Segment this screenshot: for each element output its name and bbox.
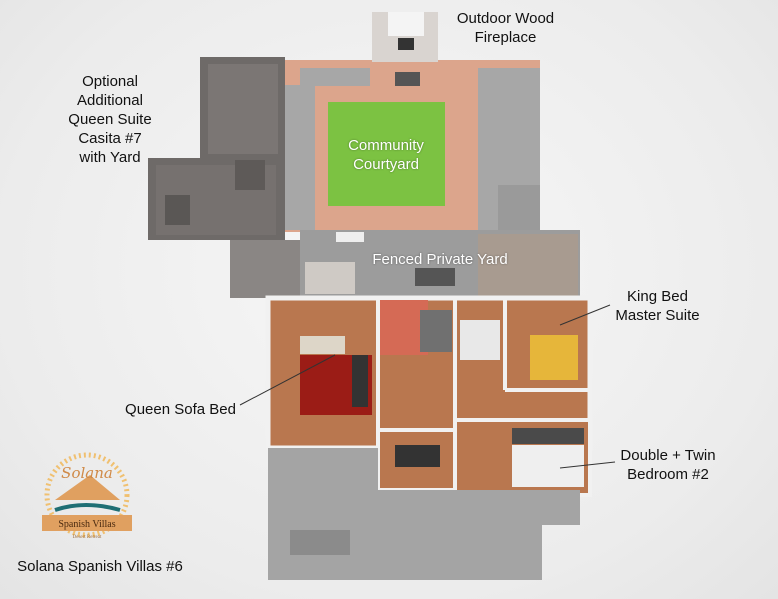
label-line: Double + Twin	[620, 447, 716, 464]
label-casita: Optional Additional Queen Suite Casita #…	[55, 72, 165, 167]
label-fireplace: Outdoor Wood Fireplace	[448, 9, 563, 47]
logo-script: Solana	[61, 464, 113, 482]
sofa	[300, 336, 345, 354]
solana-logo: Spanish Villas Desert Retreat Solana	[42, 452, 132, 540]
patio-furniture	[290, 530, 350, 555]
logo-tagline: Desert Retreat	[73, 535, 102, 540]
logo-name: Spanish Villas	[58, 519, 115, 530]
label-line: Courtyard	[353, 156, 419, 173]
label-line: Outdoor Wood	[456, 10, 555, 27]
king-bed	[530, 335, 578, 380]
label-line: with Yard	[79, 149, 141, 166]
lawn	[328, 102, 445, 206]
main-house	[265, 295, 593, 497]
label-line: Community	[348, 137, 424, 154]
casita-7	[148, 57, 285, 240]
community-courtyard-area	[285, 60, 540, 232]
label-private-yard: Fenced Private Yard	[372, 251, 508, 268]
label-sofa-bed: Queen Sofa Bed	[125, 401, 236, 418]
label-line: Additional	[77, 92, 143, 109]
label-master-suite: King Bed Master Suite	[605, 287, 710, 325]
label-line: Master Suite	[615, 307, 700, 324]
label-line: Fireplace	[474, 29, 537, 46]
label-line: King Bed	[627, 288, 688, 305]
fenced-private-yard	[300, 230, 580, 300]
label-line: Optional	[82, 73, 138, 90]
label-courtyard: Community Courtyard	[330, 136, 442, 174]
side-storage	[230, 240, 302, 298]
bedroom2-beds	[512, 445, 584, 487]
outdoor-fireplace	[372, 12, 438, 86]
leader-lines	[239, 304, 616, 469]
label-line: Queen Suite	[68, 111, 152, 128]
caption: Solana Spanish Villas #6	[17, 558, 183, 575]
label-bedroom2: Double + Twin Bedroom #2	[612, 446, 724, 484]
label-line: Casita #7	[78, 130, 142, 147]
label-line: Bedroom #2	[627, 466, 709, 483]
